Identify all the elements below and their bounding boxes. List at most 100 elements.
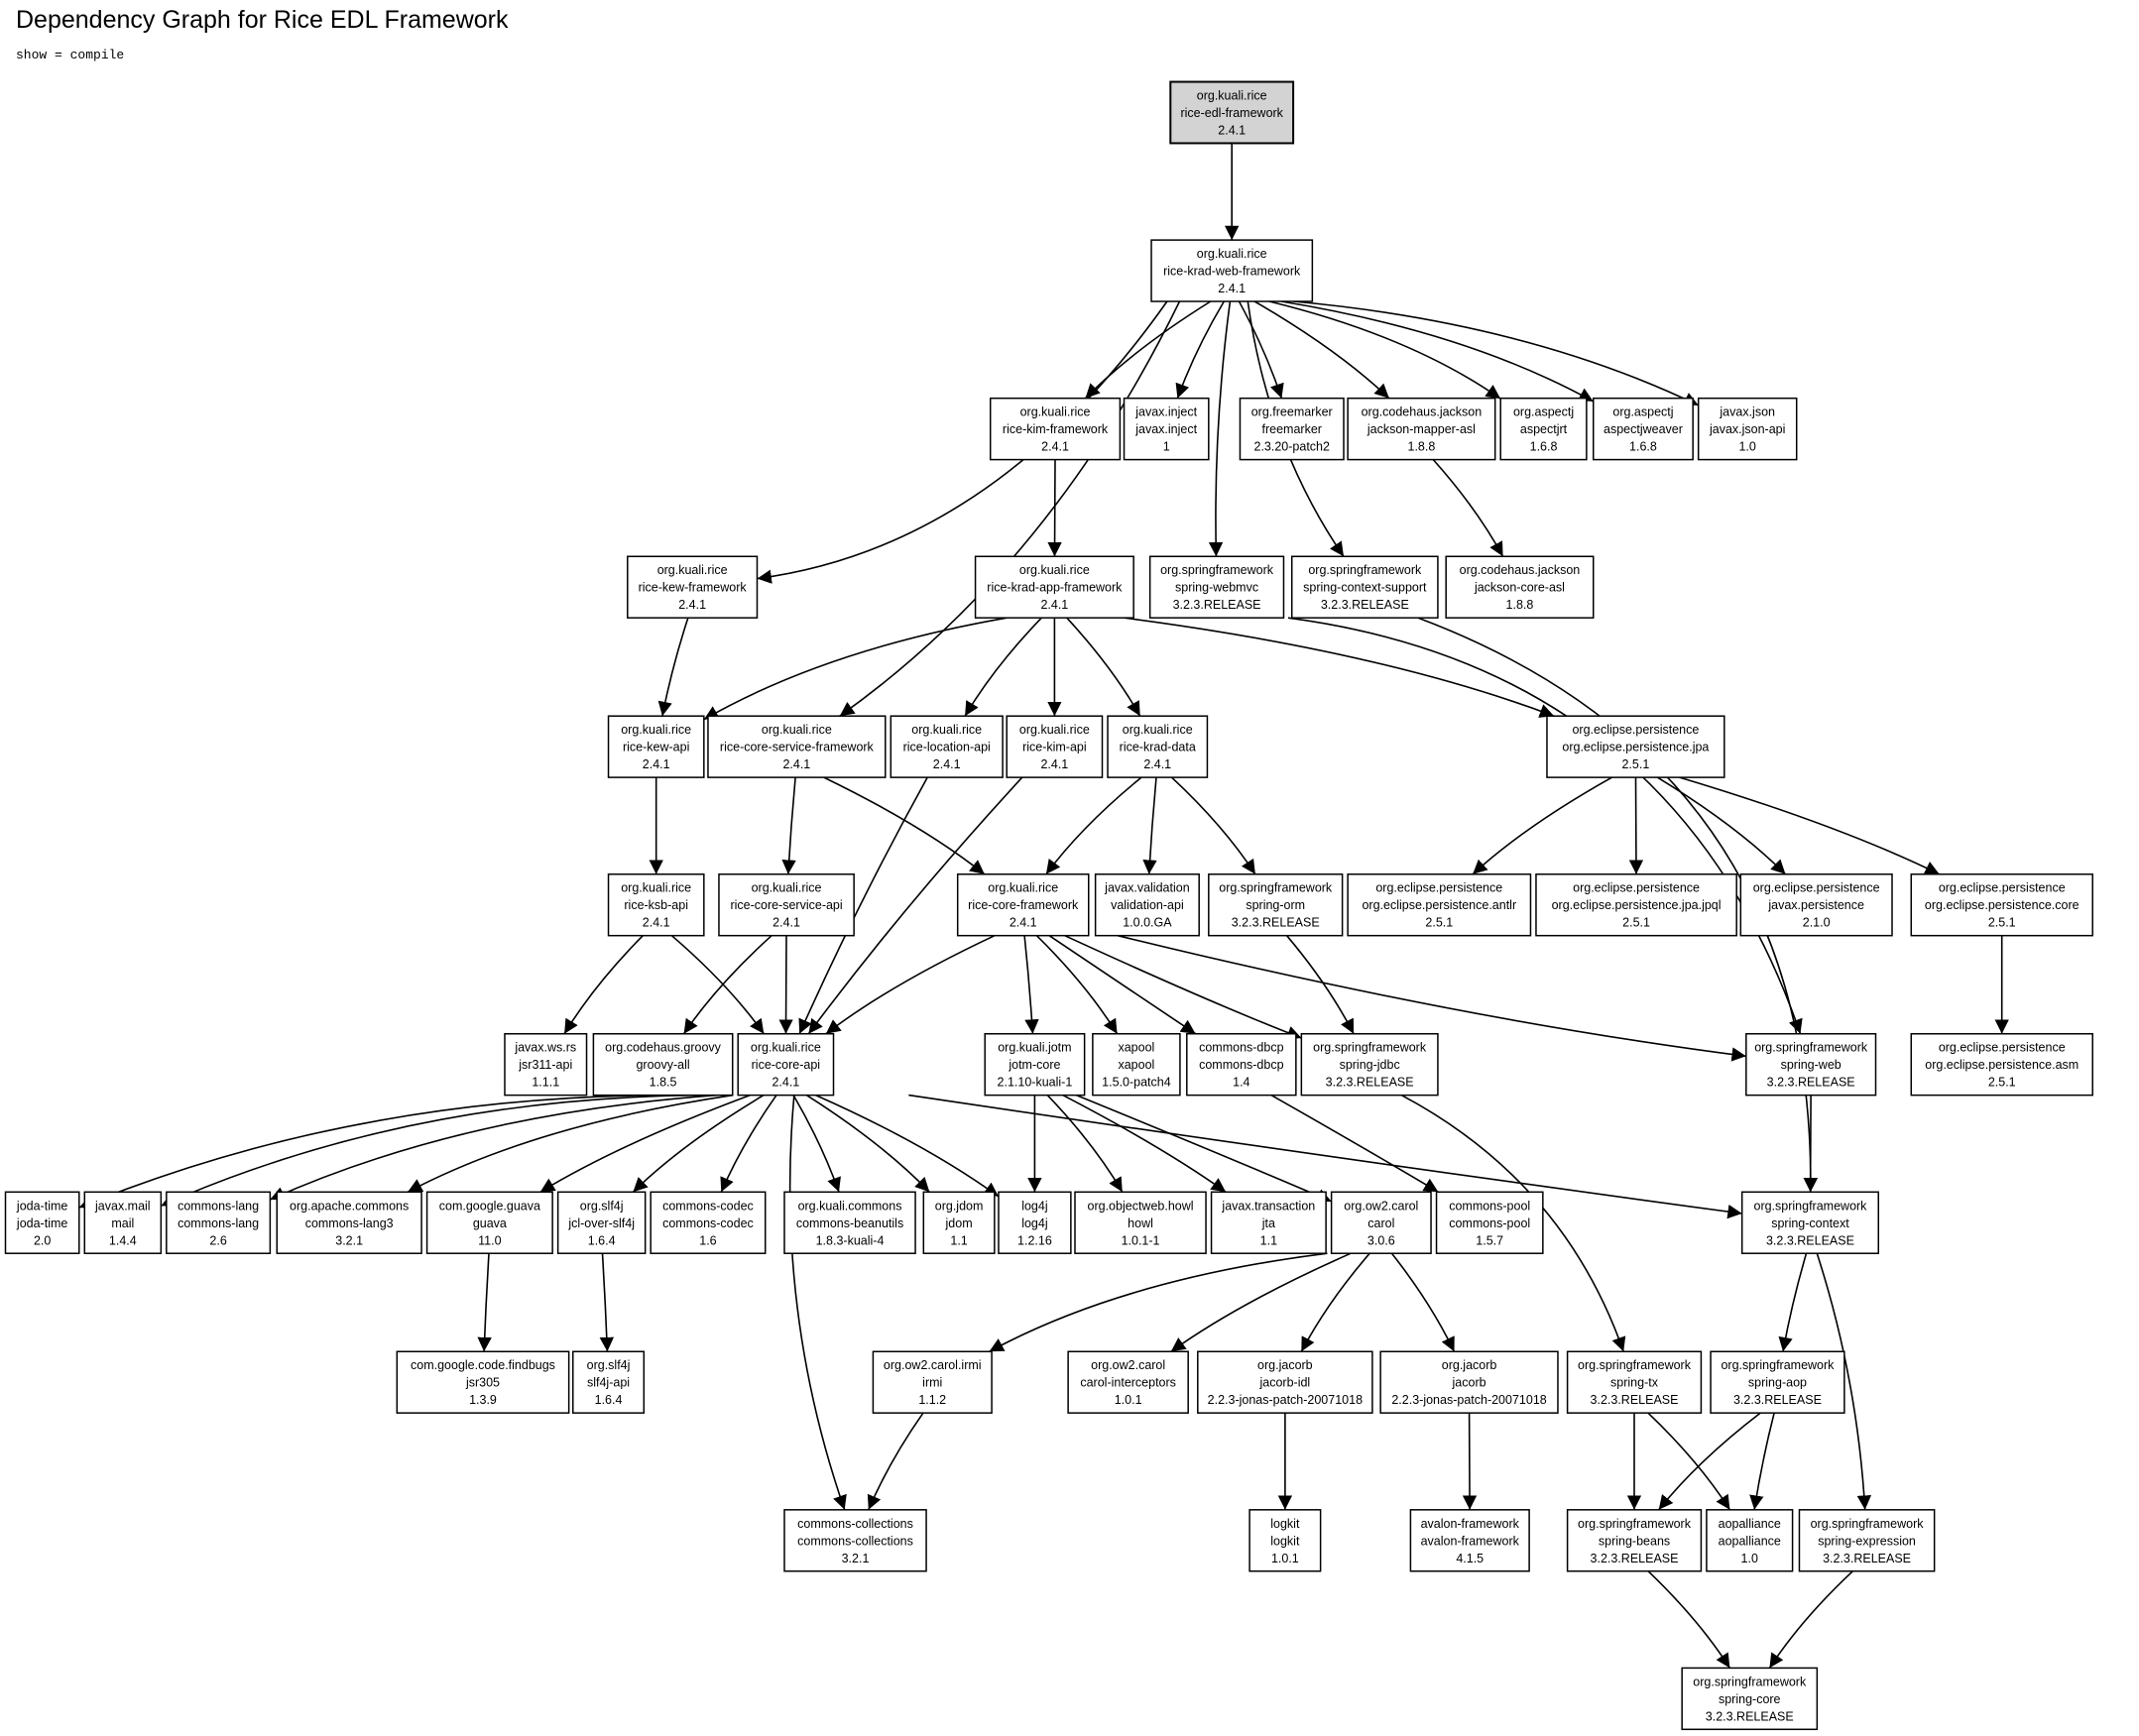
node-artifact-label: commons-dbcp (1199, 1058, 1283, 1072)
node-group-label: xapool (1118, 1041, 1154, 1055)
node-box (1123, 397, 1210, 461)
edge-beans-to-springcore (1647, 1570, 1731, 1669)
nodes-layer: org.kuali.rice rice-edl-framework 2.4.1 org… (4, 80, 2093, 1731)
node-box (1300, 1032, 1439, 1097)
node-group-label: org.springframework (1578, 1517, 1692, 1531)
node-artifact-label: carol (1367, 1216, 1394, 1230)
node-group-label: org.eclipse.persistence (1939, 881, 2066, 895)
node-group-label: org.springframework (1754, 1199, 1868, 1213)
node-artifact-label: spring-orm (1246, 898, 1305, 912)
node-group-label: org.kuali.rice (621, 723, 691, 737)
node-group-label: avalon-framework (1421, 1517, 1520, 1531)
node-box (1697, 397, 1798, 461)
node-box (1210, 1191, 1327, 1254)
node-artifact-label: freemarker (1262, 422, 1322, 436)
node-box (984, 1032, 1086, 1097)
node-group-label: org.kuali.commons (798, 1199, 902, 1213)
node-group-label: org.springframework (1219, 881, 1333, 895)
node-version-label: 2.4.1 (643, 916, 670, 930)
node-version-label: 1.5.7 (1476, 1233, 1503, 1247)
node-box (1148, 555, 1285, 619)
node-box (1592, 397, 1694, 461)
node-artifact-label: jta (1261, 1216, 1275, 1230)
node-orm: org.springframeworkspring-orm3.2.3.RELEA… (1208, 873, 1344, 937)
edge-coreapi-to-mail (160, 1094, 707, 1207)
edge-coresvcfw-to-coresvcapi (781, 777, 796, 874)
node-box (83, 1191, 163, 1254)
node-version-label: 3.2.3.RELEASE (1321, 598, 1409, 612)
node-group-label: javax.ws.rs (514, 1041, 576, 1055)
node-box (4, 1191, 80, 1254)
node-group-label: org.ow2.carol (1344, 1199, 1418, 1213)
edge-webmvc-to-web (1287, 617, 1803, 1034)
node-artifact-label: rice-krad-web-framework (1163, 265, 1301, 279)
node-version-label: 1 (1163, 440, 1170, 454)
node-version-label: 1.4 (1233, 1076, 1249, 1090)
node-group-label: logkit (1270, 1517, 1300, 1531)
node-artifact-label: rice-core-service-framework (720, 741, 875, 754)
node-version-label: 3.2.3.RELEASE (1767, 1076, 1855, 1090)
node-group-label: org.springframework (1811, 1517, 1925, 1531)
node-version-label: 1.8.5 (650, 1076, 677, 1090)
node-box (396, 1350, 570, 1414)
node-artifact-label: jcl-over-slf4j (567, 1216, 635, 1230)
node-group-label: org.codehaus.jackson (1460, 563, 1581, 577)
node-artifact-label: carol-interceptors (1080, 1376, 1176, 1390)
node-group-label: javax.validation (1104, 881, 1190, 895)
node-elcore: org.eclipse.persistenceorg.eclipse.persi… (1910, 873, 2093, 937)
node-group-label: org.ow2.carol.irmi (884, 1358, 982, 1372)
edge-jotm-to-howl (1046, 1095, 1124, 1193)
node-artifact-label: rice-edl-framework (1180, 106, 1283, 120)
node-group-label: org.springframework (1578, 1358, 1692, 1372)
edge-coreapi-to-jclslf4j (632, 1094, 765, 1193)
node-group-label: com.google.guava (439, 1199, 540, 1213)
node-artifact-label: javax.persistence (1767, 898, 1864, 912)
node-artifact-label: groovy-all (636, 1058, 689, 1072)
node-collections: commons-collectionscommons-collections3.… (783, 1509, 927, 1572)
edge-kradapp-to-kraddata (1066, 617, 1141, 717)
node-group-label: org.kuali.rice (1123, 723, 1193, 737)
node-version-label: 1.0.0.GA (1123, 916, 1172, 930)
edge-kewfw-to-kewapi (657, 617, 689, 717)
edge-kradweb-to-inject (1175, 300, 1225, 399)
node-version-label: 2.4.1 (678, 598, 706, 612)
node-artifact-label: jacorb-idl (1258, 1376, 1310, 1390)
node-version-label: 1.0.1 (1271, 1552, 1299, 1565)
node-artifact-label: commons-lang3 (305, 1216, 394, 1230)
node-group-label: org.springframework (1754, 1041, 1868, 1055)
node-box (607, 715, 705, 778)
node-artifact-label: xapool (1118, 1058, 1154, 1072)
node-box (627, 555, 759, 619)
node-version-label: 2.4.1 (1040, 757, 1068, 771)
node-artifact-label: jsr305 (465, 1376, 500, 1390)
node-box (974, 555, 1134, 619)
node-group-label: org.kuali.rice (1020, 405, 1091, 419)
node-artifact-label: rice-krad-app-framework (987, 581, 1123, 595)
node-artifact-label: spring-jdbc (1340, 1058, 1400, 1072)
node-version-label: 1.0.1 (1115, 1393, 1142, 1407)
edge-locapi-to-coreapi (798, 776, 928, 1035)
node-group-label: org.jdom (935, 1199, 984, 1213)
node-box (872, 1350, 993, 1414)
node-artifact-label: rice-kim-api (1022, 741, 1087, 754)
node-box (1739, 873, 1893, 937)
edge-kradweb-to-freemarker (1238, 300, 1284, 399)
node-box (1566, 1509, 1703, 1572)
node-version-label: 1.0 (1738, 440, 1755, 454)
edge-tx-to-aopalliance (1647, 1412, 1731, 1511)
node-box (592, 1032, 734, 1097)
node-artifact-label: joda-time (16, 1216, 67, 1230)
edge-aop-to-beans (1658, 1412, 1761, 1511)
node-artifact-label: avalon-framework (1421, 1534, 1520, 1548)
node-group-label: org.kuali.rice (1019, 723, 1090, 737)
